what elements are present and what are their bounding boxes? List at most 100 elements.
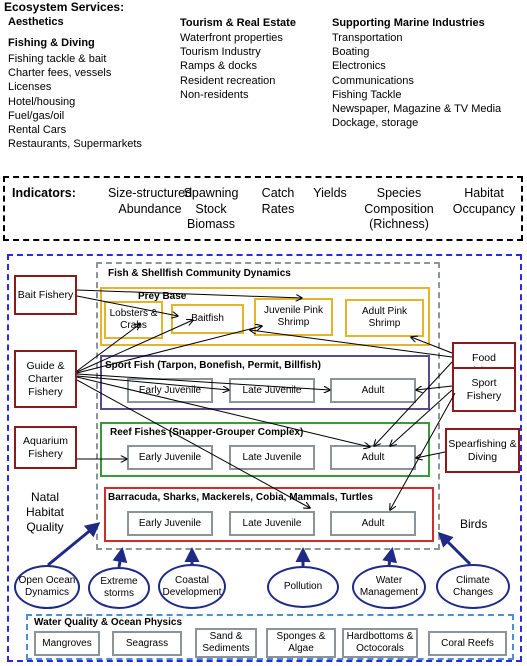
arrow bbox=[416, 385, 453, 390]
habitat-sand-sediments: Sand & Sediments bbox=[195, 628, 257, 658]
tourism-list: Waterfront properties Tourism Industry R… bbox=[180, 31, 283, 102]
indicators-label: Indicators: bbox=[12, 186, 76, 200]
indicator-line: Stock bbox=[195, 201, 227, 216]
driver-arrow bbox=[112, 547, 128, 568]
indicator-line: Rates bbox=[261, 201, 295, 216]
community-title: Fish & Shellfish Community Dynamics bbox=[108, 268, 291, 279]
list-item: Tourism Industry bbox=[180, 46, 261, 59]
sport-fishery: Sport Fishery bbox=[452, 367, 516, 412]
spearfishing-diving: Spearfishing & Diving bbox=[445, 428, 520, 473]
indicator-yields: Yields bbox=[305, 186, 355, 202]
guide-charter-fishery: Guide & Charter Fishery bbox=[14, 350, 77, 408]
arrow bbox=[76, 289, 302, 298]
indicator-biomass: Spawning Stock Biomass bbox=[180, 186, 242, 233]
list-item: Restaurants, Supermarkets bbox=[8, 138, 142, 151]
prey-juvenile-shrimp: Juvenile Pink Shrimp bbox=[254, 298, 333, 336]
prey-base-box bbox=[100, 287, 430, 346]
driver-extreme-storms: Extreme storms bbox=[88, 567, 150, 609]
indicator-line: Biomass bbox=[187, 217, 235, 231]
arrow bbox=[374, 361, 453, 446]
list-item: Boating bbox=[332, 46, 370, 59]
driver-open-ocean: Open Ocean Dynamics bbox=[14, 565, 80, 609]
indicator-line: Catch bbox=[261, 186, 295, 200]
driver-arrow bbox=[437, 531, 472, 566]
fishing-heading: Fishing & Diving bbox=[8, 37, 95, 49]
birds-label: Birds bbox=[460, 517, 488, 531]
arrow bbox=[416, 451, 446, 458]
bait-fishery: Bait Fishery bbox=[14, 275, 77, 315]
list-item: Resident recreation bbox=[180, 74, 276, 87]
reef-early-juvenile: Early Juvenile bbox=[127, 445, 213, 470]
prey-base-label: Prey Base bbox=[138, 291, 187, 302]
list-item: Waterfront properties bbox=[180, 32, 283, 44]
habitat-seagrass: Seagrass bbox=[112, 631, 182, 656]
indicators-box bbox=[3, 176, 523, 241]
sport-late-juvenile: Late Juvenile bbox=[229, 378, 315, 403]
fishing-list: Fishing tackle & bait Charter fees, vess… bbox=[8, 52, 142, 151]
driver-pollution: Pollution bbox=[267, 566, 339, 608]
indicator-line: Yields bbox=[313, 186, 347, 200]
indicator-line: Size-structured bbox=[107, 186, 193, 200]
arrow bbox=[411, 337, 453, 354]
arrow bbox=[76, 375, 229, 390]
indicator-line: (Richness) bbox=[369, 217, 429, 231]
list-item: Fishing tackle & bait bbox=[8, 53, 107, 65]
indicator-line: Spawning bbox=[183, 186, 239, 200]
arrow bbox=[390, 392, 456, 510]
arrow bbox=[76, 326, 262, 374]
list-item: Charter fees, vessels bbox=[8, 67, 112, 80]
reef-fish-box bbox=[100, 422, 430, 477]
list-item: Licenses bbox=[8, 81, 52, 94]
marine-heading: Supporting Marine Industries bbox=[332, 17, 485, 29]
driver-arrow bbox=[382, 547, 398, 566]
list-item: Ramps & docks bbox=[180, 60, 258, 73]
aesthetics-label: Aesthetics bbox=[8, 16, 64, 28]
driver-climate-changes: Climate Changes bbox=[436, 564, 510, 609]
indicator-line: Species bbox=[376, 186, 422, 200]
reef-fish-label: Reef Fishes (Snapper-Grouper Complex) bbox=[110, 427, 304, 438]
list-item: Fuel/gas/oil bbox=[8, 109, 65, 122]
list-item: Communications bbox=[332, 74, 414, 87]
arrow bbox=[76, 324, 140, 372]
habitat-mangroves: Mangroves bbox=[34, 631, 100, 656]
habitat-coral-reefs: Coral Reefs bbox=[428, 631, 507, 656]
indicator-line: Composition bbox=[364, 201, 434, 216]
driver-arrow bbox=[47, 522, 101, 567]
sport-fish-label: Sport Fish (Tarpon, Bonefish, Permit, Bi… bbox=[105, 360, 321, 371]
marine-list: Transportation Boating Electronics Commu… bbox=[332, 31, 501, 130]
indicator-line: Habitat bbox=[464, 186, 504, 200]
indicator-habitat: Habitat Occupancy bbox=[444, 186, 524, 217]
reef-late-juvenile: Late Juvenile bbox=[229, 445, 315, 470]
indicator-line: Abundance bbox=[118, 201, 182, 216]
barracuda-label: Barracuda, Sharks, Mackerels, Cobia, Mam… bbox=[108, 492, 373, 503]
community-box bbox=[96, 262, 440, 550]
water-quality-title: Water Quality & Ocean Physics bbox=[34, 617, 183, 628]
system-box bbox=[7, 254, 522, 662]
indicator-line: Occupancy bbox=[452, 201, 516, 216]
prey-lobsters-crabs: Lobsters & Crabs bbox=[104, 301, 163, 339]
arrow bbox=[76, 320, 193, 373]
barracuda-adult: Adult bbox=[330, 511, 416, 536]
list-item: Transportation bbox=[332, 32, 403, 44]
tourism-heading: Tourism & Real Estate bbox=[180, 17, 296, 29]
indicator-abundance: Size-structured Abundance bbox=[102, 186, 198, 217]
water-quality-box bbox=[26, 614, 514, 660]
barracuda-early-juvenile: Early Juvenile bbox=[127, 511, 213, 536]
barracuda-box bbox=[104, 487, 434, 542]
habitat-sponges-algae: Sponges & Algae bbox=[266, 628, 336, 658]
arrow bbox=[76, 373, 330, 390]
aquarium-fishery: Aquarium Fishery bbox=[14, 426, 77, 469]
prey-baitfish: Baitfish bbox=[171, 304, 244, 334]
arrow bbox=[76, 295, 178, 316]
barracuda-late-juvenile: Late Juvenile bbox=[229, 511, 315, 536]
indicator-catch-rates: Catch Rates bbox=[252, 186, 304, 217]
list-item: Fishing Tackle bbox=[332, 88, 402, 101]
list-item: Electronics bbox=[332, 60, 386, 73]
sport-adult: Adult bbox=[330, 378, 416, 403]
list-item: Non-residents bbox=[180, 88, 249, 101]
driver-coastal-development: Coastal Development bbox=[158, 564, 226, 609]
list-item: Hotel/housing bbox=[8, 95, 76, 108]
arrow bbox=[390, 389, 453, 446]
indicator-composition: Species Composition (Richness) bbox=[356, 186, 442, 233]
